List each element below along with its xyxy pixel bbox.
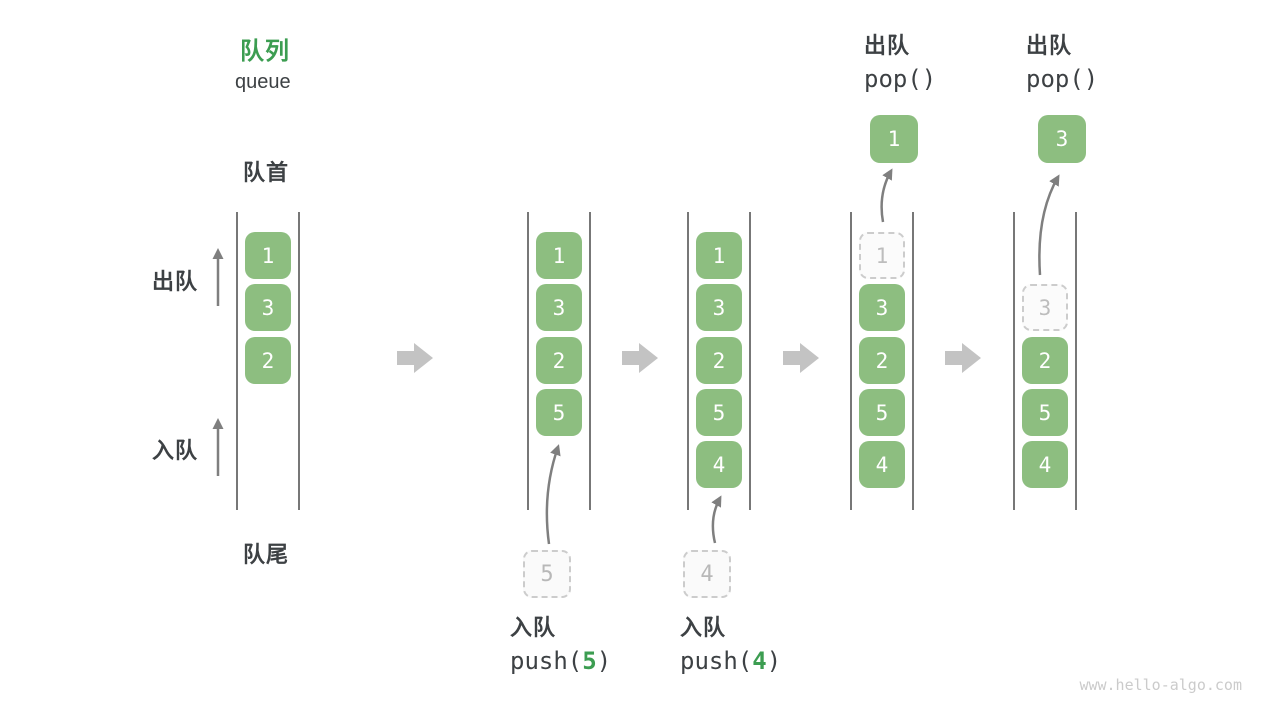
queue-item: 1 (536, 232, 582, 279)
queue-item: 2 (1022, 337, 1068, 384)
pop-operation-label: 出队 pop() (864, 30, 936, 96)
queue-item: 2 (536, 337, 582, 384)
pop-arrow-icon (880, 168, 893, 223)
popped-item: 1 (870, 115, 918, 163)
pop-arrow-icon (1038, 174, 1060, 276)
queue-item: 3 (696, 284, 742, 331)
page-title: 队列 (240, 38, 290, 65)
queue-item: 5 (536, 389, 582, 436)
queue-item: 3 (859, 284, 905, 331)
next-state-arrow-icon (945, 343, 981, 373)
queue-item: 2 (696, 337, 742, 384)
queue-item: 2 (245, 337, 291, 384)
op-label-zh: 出队 (864, 33, 911, 58)
op-label-code: pop() (864, 65, 937, 93)
op-arg: 4 (752, 647, 767, 675)
pending-item: 5 (523, 550, 571, 598)
push-arrow-icon (711, 495, 722, 544)
dequeue-side-label: 出队 (152, 269, 199, 294)
queue-item-ghost: 1 (859, 232, 905, 279)
enqueue-side-label: 入队 (152, 438, 199, 463)
next-state-arrow-icon (783, 343, 819, 373)
queue-item: 3 (245, 284, 291, 331)
queue-item: 1 (245, 232, 291, 279)
watermark: www.hello-algo.com (1079, 676, 1242, 694)
queue-item-ghost: 3 (1022, 284, 1068, 331)
op-label-zh: 出队 (1026, 33, 1073, 58)
popped-item: 3 (1038, 115, 1086, 163)
queue-item: 4 (1022, 441, 1068, 488)
queue-rear-label: 队尾 (243, 542, 290, 567)
queue-item: 5 (859, 389, 905, 436)
queue-item: 4 (859, 441, 905, 488)
op-label-code: pop() (1026, 65, 1099, 93)
op-label-zh: 入队 (680, 615, 727, 640)
push-operation-label: 入队 push(5) (510, 612, 611, 678)
queue-item: 2 (859, 337, 905, 384)
op-arg: 5 (582, 647, 597, 675)
queue-item: 5 (1022, 389, 1068, 436)
op-label-zh: 入队 (510, 615, 557, 640)
queue-item: 1 (696, 232, 742, 279)
next-state-arrow-icon (622, 343, 658, 373)
queue-front-label: 队首 (243, 160, 290, 185)
queue-item: 5 (696, 389, 742, 436)
next-state-arrow-icon (397, 343, 433, 373)
page-subtitle: queue (235, 71, 291, 93)
queue-item: 4 (696, 441, 742, 488)
op-label-code: push(4) (680, 647, 782, 675)
push-operation-label: 入队 push(4) (680, 612, 781, 678)
push-arrow-icon (545, 444, 561, 545)
queue-item: 3 (536, 284, 582, 331)
pending-item: 4 (683, 550, 731, 598)
pop-operation-label: 出队 pop() (1026, 30, 1098, 96)
op-label-code: push(5) (510, 647, 612, 675)
